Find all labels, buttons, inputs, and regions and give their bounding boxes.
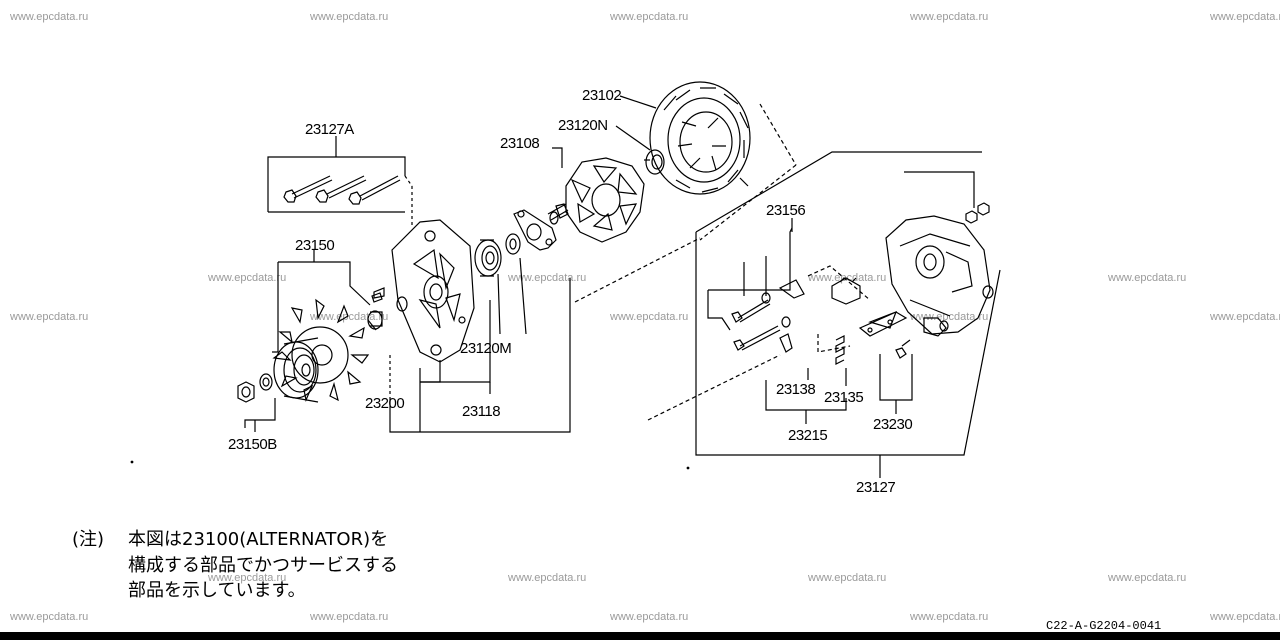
watermark-text: www.epcdata.ru	[1210, 611, 1280, 623]
rotor-23108	[547, 147, 665, 243]
part-label-23127: 23127	[856, 479, 896, 496]
part-label-23108: 23108	[500, 135, 540, 152]
watermark-text: www.epcdata.ru	[208, 272, 287, 284]
part-label-23120M: 23120M	[460, 340, 512, 357]
part-label-23200: 23200	[365, 395, 405, 412]
bearing-retainer	[513, 209, 557, 251]
watermark-text: www.epcdata.ru	[10, 311, 89, 323]
watermark-text: www.epcdata.ru	[610, 611, 689, 623]
part-label-23135: 23135	[824, 389, 864, 406]
watermark-text: www.epcdata.ru	[1210, 11, 1280, 23]
part-label-23230: 23230	[873, 416, 913, 433]
bracket-23200	[389, 278, 571, 433]
watermark-text: www.epcdata.ru	[208, 572, 287, 584]
watermark-text: www.epcdata.ru	[508, 572, 587, 584]
bracket-23118	[419, 300, 491, 432]
dashed-assembly-line	[647, 354, 781, 421]
part-label-23127A: 23127A	[305, 121, 354, 138]
watermark-text: www.epcdata.ru	[310, 611, 389, 623]
watermark-text: www.epcdata.ru	[10, 11, 89, 23]
leader-23120M-b	[497, 273, 501, 335]
watermark-text: www.epcdata.ru	[310, 11, 389, 23]
part-label-23150: 23150	[295, 237, 335, 254]
watermark-text: www.epcdata.ru	[910, 311, 989, 323]
part-label-23120N: 23120N	[558, 117, 608, 134]
part-label-23215: 23215	[788, 427, 828, 444]
note-line-1: 本図は23100(ALTERNATOR)を	[128, 529, 389, 550]
part-label-23102: 23102	[582, 87, 622, 104]
stator-23102	[649, 81, 797, 195]
watermark-text: www.epcdata.ru	[808, 572, 887, 584]
bottom-border	[0, 632, 1280, 640]
watermark-text: www.epcdata.ru	[1108, 272, 1187, 284]
watermark-text: www.epcdata.ru	[10, 611, 89, 623]
screw	[371, 292, 383, 303]
spacer-ring	[396, 296, 408, 312]
brush-holder-23156	[707, 218, 871, 365]
bearing-23120M	[474, 233, 521, 277]
note-line-3: 部品を示しています。	[128, 580, 306, 601]
front-housing-23118	[391, 219, 475, 363]
leader-23102	[619, 95, 657, 109]
watermark-text: www.epcdata.ru	[610, 311, 689, 323]
pulley	[273, 337, 319, 403]
rear-cover-assembly-23127	[695, 151, 1001, 478]
part-label-23150B: 23150B	[228, 436, 277, 453]
plate-23230	[858, 310, 913, 414]
note-prefix: (注)	[72, 529, 105, 550]
fan-23150	[272, 250, 371, 403]
watermark-text: www.epcdata.ru	[610, 11, 689, 23]
part-label-23118: 23118	[462, 403, 501, 420]
nut-washer-23150B	[237, 373, 276, 432]
bracket-23215	[765, 368, 847, 424]
watermark-text: www.epcdata.ru	[910, 611, 989, 623]
note-line-2: 構成する部品でかつサービスする	[128, 555, 398, 576]
leader-23120M	[519, 257, 527, 335]
watermark-text: www.epcdata.ru	[1108, 572, 1187, 584]
bolt-set-23127A	[267, 136, 413, 228]
dashed-assembly-line	[699, 164, 797, 241]
part-label-23156: 23156	[766, 202, 806, 219]
watermark-text: www.epcdata.ru	[910, 11, 989, 23]
dashed-assembly-line	[574, 237, 701, 303]
watermark-text: www.epcdata.ru	[1210, 311, 1280, 323]
leader-23120N	[615, 125, 651, 151]
watermark-text: www.epcdata.ru	[508, 272, 587, 284]
part-label-23138: 23138	[776, 381, 816, 398]
spacer-collar	[367, 287, 385, 331]
diagram-code: C22-A-G2204-0041	[1046, 619, 1162, 633]
